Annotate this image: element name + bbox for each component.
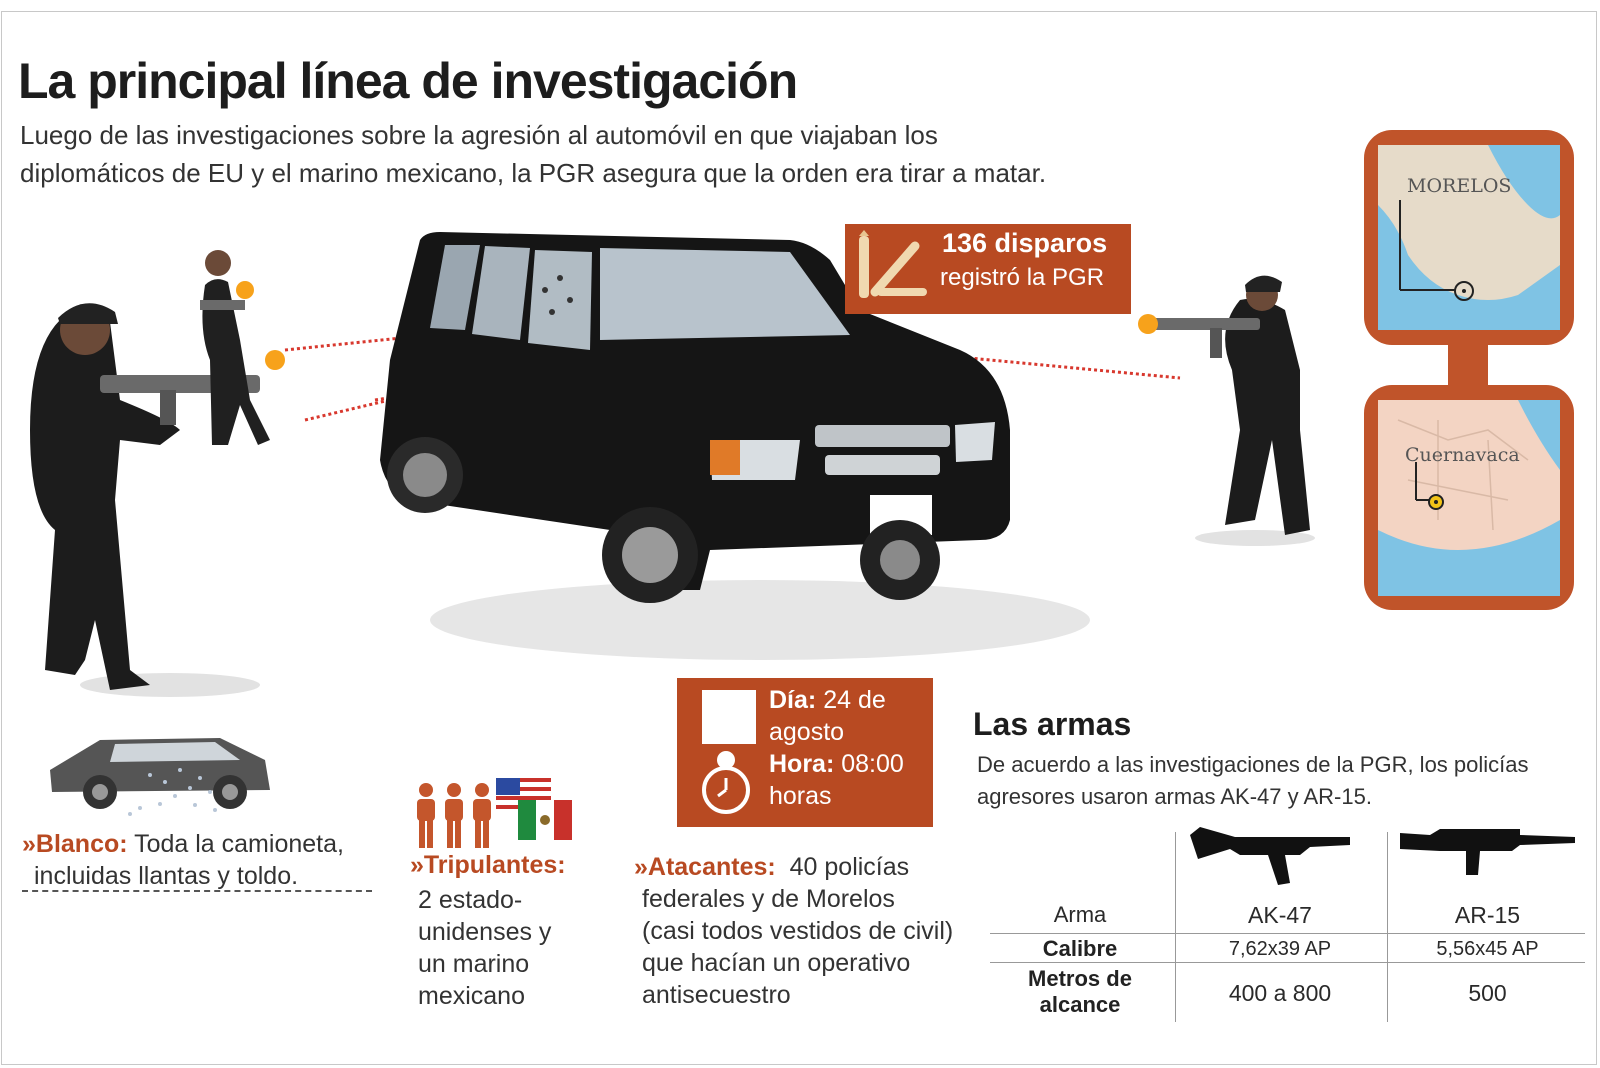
bullets-icon <box>859 230 927 298</box>
blanco-text: »Blanco: Toda la camioneta, incluidas ll… <box>22 828 344 892</box>
muzzle-flash <box>1138 314 1158 334</box>
mexico-map-graphic <box>1378 145 1560 330</box>
muzzle-flash <box>236 281 254 299</box>
row-label-alcance: alcance <box>1039 992 1121 1017</box>
target-vehicle-icon <box>50 738 270 816</box>
tripulantes-line: unidenses y <box>418 918 552 946</box>
date-block: Día: 24 de agosto Hora: 08:00 horas <box>769 684 904 812</box>
table-divider-horizontal <box>990 933 1585 934</box>
ak47-name: AK-47 <box>1248 902 1312 928</box>
flags-icon <box>496 778 572 840</box>
muzzle-flash <box>265 350 285 370</box>
map-mexico <box>1378 145 1560 330</box>
atacantes-label: »Atacantes: <box>634 853 776 881</box>
table-divider-vertical <box>1387 832 1388 1022</box>
map-connector <box>1448 340 1488 390</box>
morelos-map-graphic <box>1378 400 1560 596</box>
blanco-underline <box>22 890 372 892</box>
tripulantes-text: 2 estado- unidenses y un marino mexicano <box>418 884 551 1012</box>
ar15-name: AR-15 <box>1454 902 1521 928</box>
shots-count: 136 disparos <box>942 228 1108 258</box>
gunman-left-back <box>200 250 270 445</box>
armas-desc-line-1: De acuerdo a las investigaciones de la P… <box>977 752 1529 777</box>
ar15-range: 500 <box>1468 980 1507 1006</box>
day-value-2: agosto <box>769 718 845 746</box>
tripulantes-label: »Tripulantes: <box>410 851 566 879</box>
ar15-rifle-icon <box>1400 829 1575 875</box>
shots-label: registró la PGR <box>940 264 1105 291</box>
armas-title: Las armas <box>973 706 1132 742</box>
blanco-line-1: Toda la camioneta, <box>134 830 344 858</box>
suv-vehicle <box>380 232 1010 603</box>
ak47-range: 400 a 800 <box>1228 980 1332 1006</box>
page-title: La principal línea de investigación <box>18 53 798 109</box>
subtitle-line-1: Luego de las investigaciones sobre la ag… <box>20 120 938 150</box>
table-divider-vertical <box>1175 832 1176 1022</box>
atacantes-text: »Atacantes: 40 policías federales y de M… <box>634 851 953 1011</box>
ak47-caliber: 7,62x39 AP <box>1228 938 1332 960</box>
page-subtitle: Luego de las investigaciones sobre la ag… <box>20 116 1240 192</box>
hour-label: Hora: <box>769 750 835 778</box>
armas-description: De acuerdo a las investigaciones de la P… <box>977 749 1577 813</box>
map-label-morelos: MORELOS <box>1407 175 1512 197</box>
graphic-frame <box>1 11 1597 1065</box>
atacantes-first: 40 policías <box>789 853 910 881</box>
map-morelos <box>1378 400 1560 596</box>
row-label-calibre: Calibre <box>1042 936 1118 961</box>
hour-value-1: 08:00 <box>841 750 904 778</box>
calendar-icon <box>702 690 756 744</box>
ar15-caliber: 5,56x45 AP <box>1436 938 1539 960</box>
tripulantes-line: un marino <box>418 950 530 978</box>
atacantes-line: (casi todos vestidos de civil) <box>642 917 954 945</box>
atacantes-line: antisecuestro <box>642 981 791 1009</box>
row-label-arma: Arma <box>1053 902 1107 927</box>
vehicle-shadow <box>430 580 1090 660</box>
crew-people-icon <box>417 783 491 848</box>
row-label-metros: Metros de <box>1028 966 1132 991</box>
gunman-left-front <box>30 303 285 697</box>
gunman-right <box>1138 275 1315 546</box>
blanco-label: »Blanco: <box>22 830 128 858</box>
tripulantes-line: 2 estado- <box>418 886 523 914</box>
mexico-flag-icon <box>518 800 572 840</box>
ak47-rifle-icon <box>1190 827 1350 885</box>
atacantes-line: que hacían un operativo <box>642 949 911 977</box>
attack-scene-illustration <box>30 232 1315 697</box>
day-label: Día: <box>769 686 817 714</box>
armas-desc-line-2: agresores usaron armas AK-47 y AR-15. <box>977 784 1372 809</box>
map-label-cuernavaca: Cuernavaca <box>1405 444 1520 466</box>
hour-value-2: horas <box>769 782 832 810</box>
day-value-1: 24 de <box>823 686 886 714</box>
clock-icon <box>702 751 750 814</box>
atacantes-line: federales y de Morelos <box>642 885 895 913</box>
subtitle-line-2: diplomáticos de EU y el marino mexicano,… <box>20 158 1047 188</box>
tripulantes-line: mexicano <box>418 982 525 1010</box>
blanco-line-2: incluidas llantas y toldo. <box>34 862 299 890</box>
table-divider-horizontal <box>990 962 1585 963</box>
